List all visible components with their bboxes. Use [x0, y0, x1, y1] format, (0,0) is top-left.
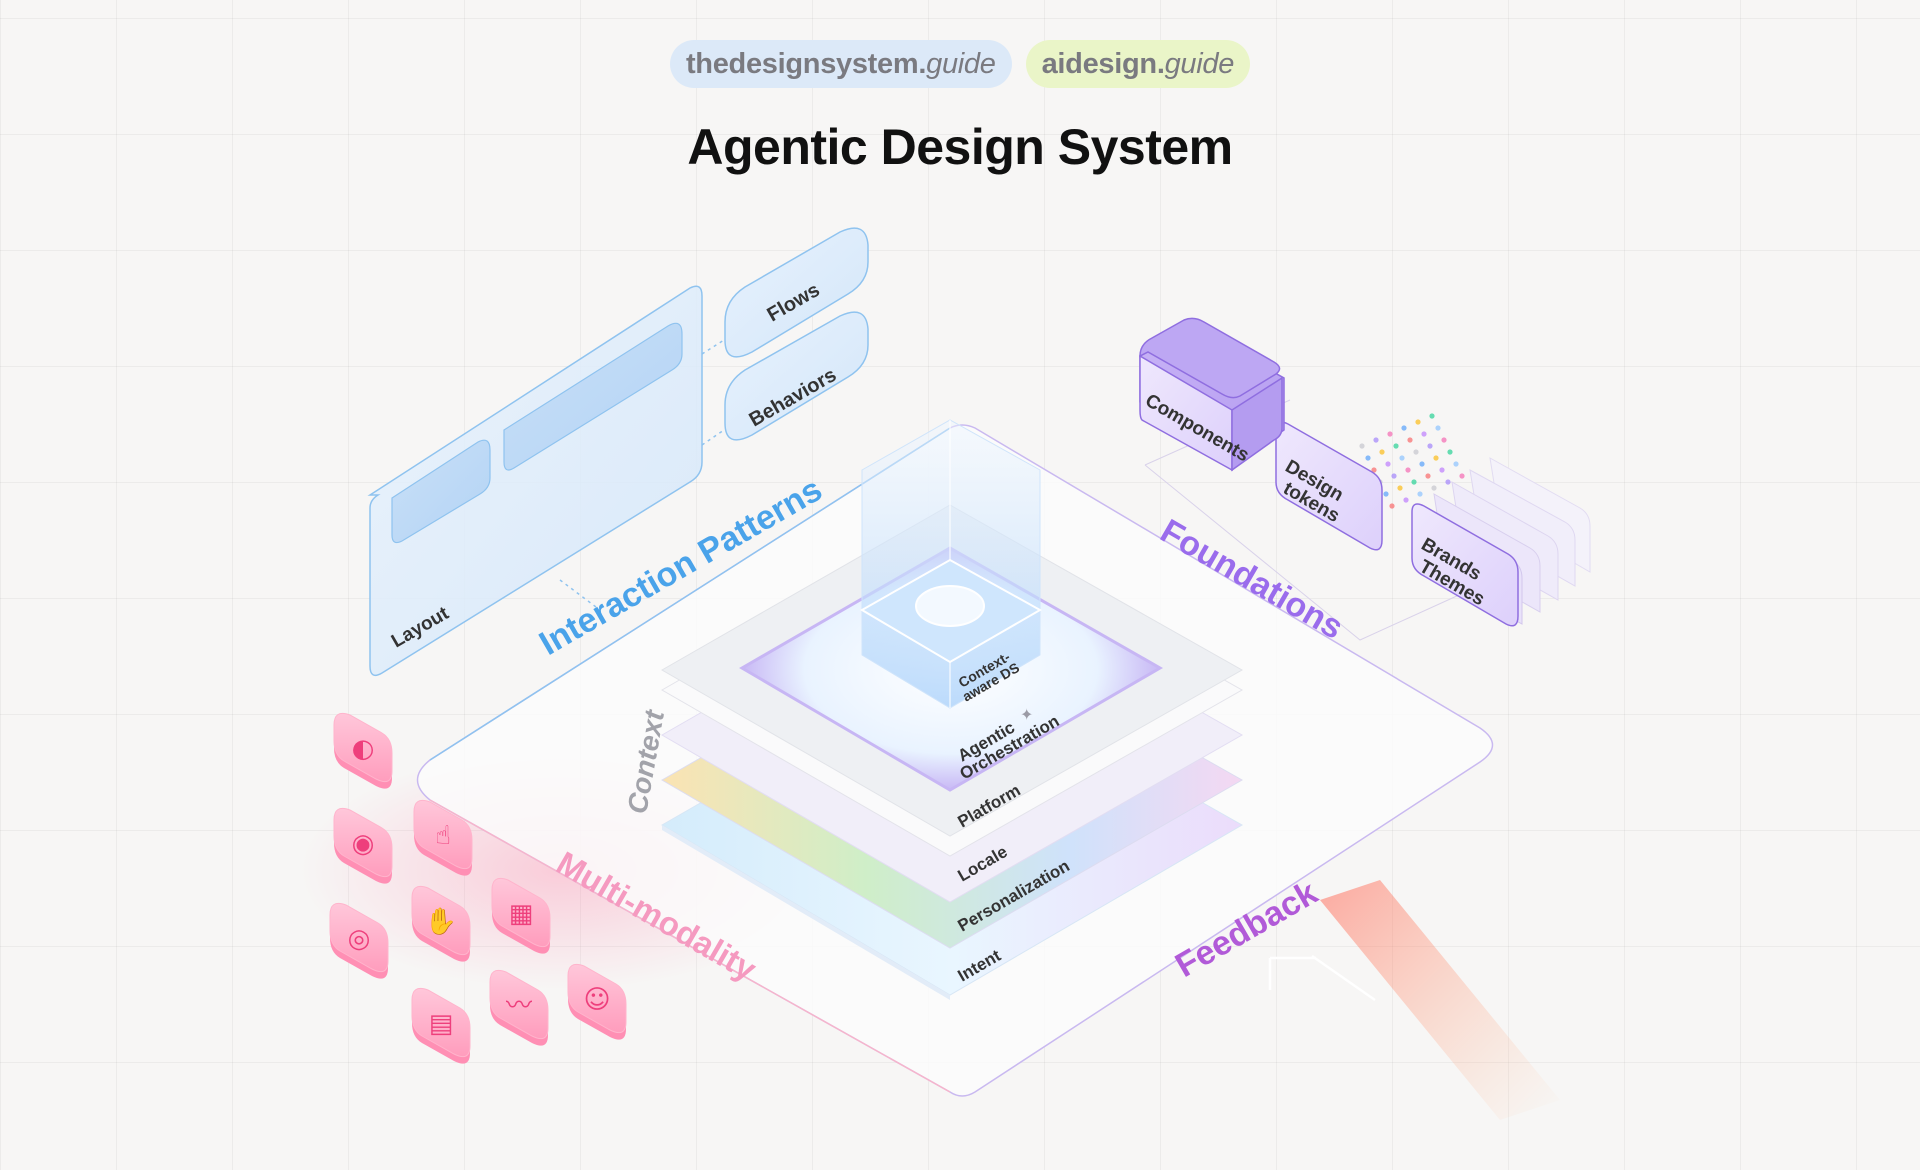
token-dot [1459, 473, 1465, 479]
gesture-icon[interactable]: ✋ [411, 885, 471, 962]
svg-text:◉: ◉ [352, 829, 375, 859]
token-dot [1429, 413, 1435, 419]
widgets-icon[interactable]: ▦ [491, 877, 551, 954]
token-dot [1421, 431, 1427, 437]
token-dot [1365, 455, 1371, 461]
behaviors-card[interactable] [724, 311, 869, 441]
waveform-icon[interactable]: 〰 [489, 969, 549, 1046]
multi-modality-icons: ◐ ◉ ☝ ◎ ✋ ▦ ▤ 〰 ☺ [329, 712, 627, 1064]
svg-text:☺: ☺ [583, 985, 610, 1015]
token-dot [1413, 449, 1419, 455]
token-dot [1411, 479, 1417, 485]
svg-text:◎: ◎ [348, 924, 371, 954]
token-dot [1441, 437, 1447, 443]
token-dot [1371, 467, 1377, 473]
thedesignsystem-guide-link[interactable]: thedesignsystem.guide [669, 40, 1012, 88]
svg-text:〰: 〰 [506, 991, 532, 1021]
token-dot [1399, 455, 1405, 461]
svg-text:◐: ◐ [352, 734, 375, 764]
page-title: Agentic Design System [687, 119, 1233, 175]
brands-themes-card [1411, 503, 1519, 627]
token-dot [1419, 461, 1425, 467]
token-dot [1389, 503, 1395, 509]
token-dot [1425, 473, 1431, 479]
token-dot [1383, 491, 1389, 497]
svg-text:✋: ✋ [425, 906, 457, 937]
base-platform-edge-bottom [429, 799, 951, 1093]
token-dot [1403, 497, 1409, 503]
token-dot [1391, 473, 1397, 479]
token-dot [1435, 425, 1441, 431]
token-dot [1359, 443, 1365, 449]
touch-icon[interactable]: ☝ [413, 799, 473, 876]
feedback-arrow-icon [1268, 954, 1376, 1002]
foundations-guide [1144, 464, 1471, 641]
token-dot [1431, 485, 1437, 491]
assistant-icon[interactable]: ☺ [567, 963, 627, 1040]
token-dot [1453, 461, 1459, 467]
sparkle-icon: ✦ [1020, 707, 1033, 724]
header-links: thedesignsystem.guide aidesign.guide [0, 40, 1920, 88]
svg-text:▤: ▤ [429, 1009, 454, 1039]
chat-bubble-icon[interactable]: ◐ [333, 712, 393, 789]
svg-text:▦: ▦ [509, 899, 534, 929]
token-dot [1433, 455, 1439, 461]
token-dot [1379, 449, 1385, 455]
token-dot [1427, 443, 1433, 449]
brands-themes-stack[interactable]: Brands Themes [1411, 457, 1591, 627]
context-stack: Context- aware DS Agentic Orchestration … [621, 419, 1244, 1000]
token-dot [1387, 431, 1393, 437]
aidesign-guide-link[interactable]: aidesign.guide [1025, 40, 1251, 88]
feedback-beam [1320, 880, 1560, 1120]
palette-icon[interactable]: ◉ [333, 807, 393, 884]
token-dot [1373, 437, 1379, 443]
svg-text:☝: ☝ [435, 821, 451, 851]
token-dot [1445, 479, 1451, 485]
token-dot [1393, 443, 1399, 449]
token-dot [1417, 491, 1423, 497]
layout-block-large [503, 322, 683, 471]
layout-block-small [391, 439, 491, 544]
document-icon[interactable]: ▤ [411, 987, 471, 1064]
components-cube[interactable]: Components [1139, 317, 1285, 472]
token-dot [1415, 419, 1421, 425]
token-dot [1401, 425, 1407, 431]
flows-card[interactable] [724, 227, 869, 358]
token-dot [1407, 437, 1413, 443]
token-dot [1405, 467, 1411, 473]
token-dot [1439, 467, 1445, 473]
cube-core-disc [915, 585, 985, 627]
token-dot [1447, 449, 1453, 455]
record-icon[interactable]: ◎ [329, 902, 389, 979]
token-dot [1397, 485, 1403, 491]
token-dot [1385, 461, 1391, 467]
